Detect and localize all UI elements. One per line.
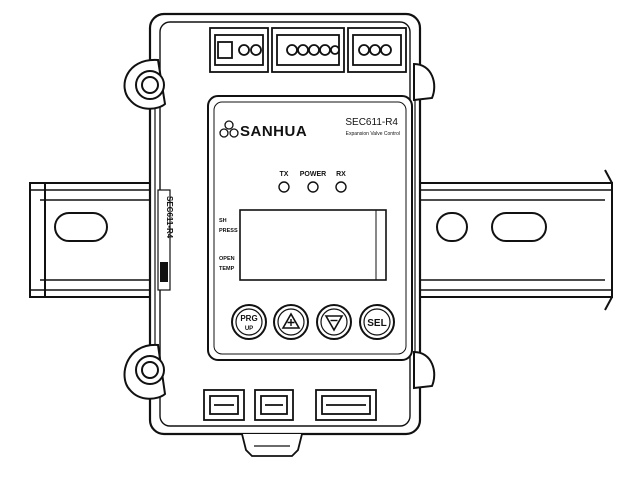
- lcd-display-edge: [375, 209, 387, 281]
- led-indicator-icon: [278, 181, 347, 193]
- display-label-press: PRESS: [219, 228, 238, 234]
- mounting-clip-bottom-right: [413, 350, 436, 390]
- bottom-connector-left: [203, 389, 245, 421]
- rail-slot-right: [491, 212, 547, 242]
- prg-button-label: PRG: [240, 314, 257, 323]
- sel-button[interactable]: SEL: [359, 304, 395, 340]
- terminal-block-middle: [271, 27, 345, 73]
- down-arrow-icon: [324, 315, 344, 332]
- mounting-clip-bottom-left: [123, 343, 167, 400]
- indicator-label-rx: RX: [336, 171, 346, 178]
- sanhua-logo-icon: [219, 120, 239, 138]
- display-label-temp: TEMP: [219, 266, 235, 272]
- led-tx: [278, 181, 290, 193]
- prg-button[interactable]: PRG UP: [231, 304, 267, 340]
- model-subtitle: Expansion Valve Control: [346, 131, 400, 137]
- lcd-display: [239, 209, 387, 281]
- indicator-label-power: POWER: [300, 171, 326, 178]
- prg-button-sublabel: UP: [245, 326, 253, 332]
- side-label: SEC611-R4: [157, 189, 174, 291]
- indicator-label-tx: TX: [280, 171, 289, 178]
- down-button[interactable]: [316, 304, 352, 340]
- side-label-text: SEC611-R4: [165, 196, 174, 239]
- bottom-connector-right: [315, 389, 377, 421]
- mounting-clip-top-left: [123, 58, 167, 110]
- led-rx: [335, 181, 347, 193]
- bottom-connector-middle: [254, 389, 294, 421]
- up-button[interactable]: [273, 304, 309, 340]
- mounting-clip-top-right: [413, 62, 436, 102]
- sel-button-label: SEL: [367, 318, 386, 329]
- terminal-block-right: [347, 27, 407, 73]
- rail-slot-mid: [436, 212, 468, 242]
- display-label-open: OPEN: [219, 256, 235, 262]
- rail-slot-left: [54, 212, 108, 242]
- display-label-sh: SH: [219, 218, 227, 224]
- up-arrow-icon: [281, 312, 301, 329]
- brand-name: SANHUA: [240, 123, 307, 140]
- bottom-latch: [241, 433, 303, 457]
- led-power: [307, 181, 319, 193]
- terminal-block-left: [209, 27, 269, 73]
- model-number: SEC611-R4: [345, 117, 398, 128]
